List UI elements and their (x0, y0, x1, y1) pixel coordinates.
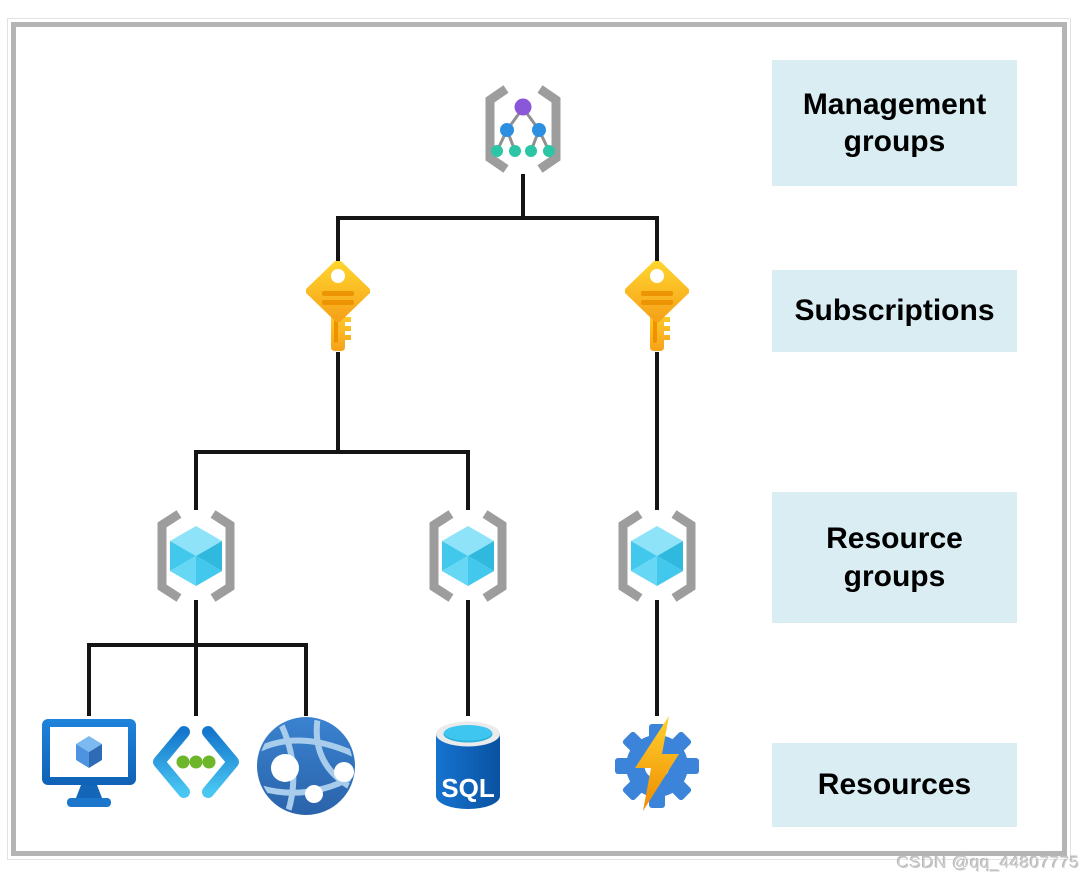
key-hole (650, 269, 664, 283)
bracket-left (485, 85, 509, 173)
screen-cube (76, 736, 102, 768)
label-text: Resource groups (826, 522, 963, 593)
management-group-icon (485, 85, 561, 173)
cube (170, 526, 222, 586)
monitor-stand (76, 785, 102, 798)
virtual-machine-icon (42, 719, 136, 807)
csdn-watermark: CSDN @qq_44807775 (897, 853, 1080, 872)
tree-node-purple (514, 98, 532, 116)
resource-group-icon (618, 510, 696, 602)
connector-root-to-subscriptions (336, 174, 659, 262)
subscription-key-icon (625, 261, 689, 351)
app-service-globe-icon (257, 717, 355, 815)
lightning-bolt (635, 716, 679, 811)
sql-database-icon: SQL (436, 721, 500, 809)
api-code-icon (153, 726, 239, 798)
chevron-left (153, 726, 190, 798)
cylinder-top (444, 725, 492, 741)
connector-sub1-to-resourcegroups (194, 352, 470, 510)
label-resource-groups: Resource groups (772, 492, 1017, 623)
label-subscriptions: Subscriptions (772, 270, 1017, 352)
key-hole (331, 269, 345, 283)
subscription-key-icon (306, 261, 370, 351)
cube (631, 526, 683, 586)
cube (442, 526, 494, 586)
label-text: Resources (817, 768, 972, 802)
cylinder-body (436, 734, 500, 809)
label-management-groups: Management groups (772, 60, 1017, 186)
label-text: Management groups (802, 87, 987, 159)
resource-group-icon (429, 510, 507, 602)
connector-rg1-to-resources (87, 600, 308, 716)
label-resources: Resources (772, 743, 1017, 827)
bracket-right (537, 85, 561, 173)
label-text: Subscriptions (794, 294, 995, 328)
green-dots (176, 755, 216, 769)
monitor-base (67, 798, 111, 807)
globe-nodes (271, 754, 354, 803)
chevron-right (202, 726, 239, 798)
function-gear-icon (615, 716, 699, 811)
resource-group-icon (157, 510, 235, 602)
sql-label: SQL (441, 773, 495, 803)
image-border-frame (7, 18, 1071, 860)
